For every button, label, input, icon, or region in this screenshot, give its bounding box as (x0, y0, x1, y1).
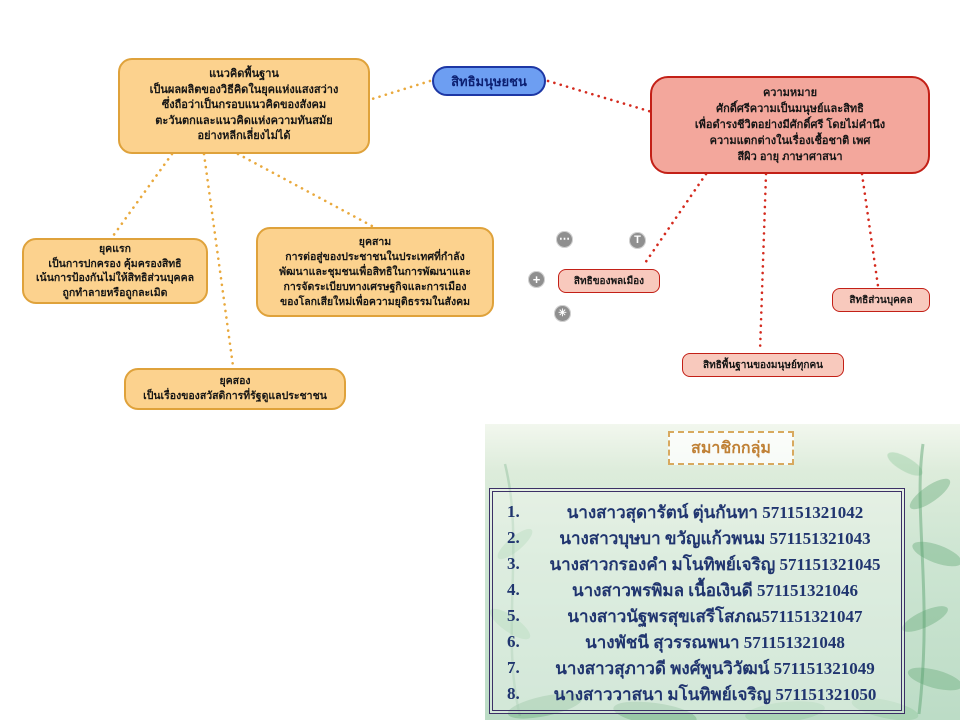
member-row: 7. นางสาวสุภาวดี พงศ์พูนวิวัฒน์ 57115132… (507, 655, 889, 681)
member-name: นางสาวนัฐพรสุขเสรีโสภณ571151321047 (567, 606, 863, 626)
member-name: นางสาวพรพิมล เนื้อเงินดี 571151321046 (571, 580, 859, 600)
node-era-second[interactable]: ยุคสอง เป็นเรื่องของสวัสดิการที่รัฐดูแลป… (124, 368, 346, 410)
node-text-line: พัฒนาและชุมชนเพื่อสิทธิในการพัฒนาและ (279, 265, 471, 278)
member-number: 1. (507, 502, 520, 521)
member-number: 2. (507, 528, 520, 547)
member-row: 4. นางสาวพรพิมล เนื้อเงินดี 571151321046 (507, 577, 889, 603)
text-tool-icon[interactable]: T (629, 232, 646, 249)
node-era-first[interactable]: ยุคแรก เป็นการปกครอง คุ้มครองสิทธิ เน้นก… (22, 238, 208, 304)
leaf-decoration (489, 443, 960, 720)
node-basic-concept[interactable]: แนวคิดพื้นฐาน เป็นผลผลิตของวิธีคิดในยุคแ… (118, 58, 370, 154)
node-text-line: เป็นการปกครอง คุ้มครองสิทธิ (48, 257, 182, 270)
add-node-icon[interactable]: + (528, 271, 545, 288)
node-text-line: ซึ่งถือว่าเป็นกรอบแนวคิดของสังคม (161, 99, 327, 112)
edge-concept-to-era3 (236, 152, 374, 228)
more-options-icon[interactable]: ⋯ (556, 231, 573, 248)
node-text-line: ของโลกเสียใหม่เพื่อความยุติธรรมในสังคม (279, 295, 471, 308)
member-row: 2. นางสาวบุษบา ขวัญแก้วพนม 571151321043 (507, 525, 889, 551)
node-text-line: เป็นเรื่องของสวัสดิการที่รัฐดูแลประชาชน (143, 390, 327, 402)
node-text-line: ศักดิ์ศรีความเป็นมนุษย์และสิทธิ (716, 103, 864, 115)
member-name: นางสาวกรองคำ มโนทิพย์เจริญ 571151321045 (549, 554, 881, 574)
node-basic-human-rights[interactable]: สิทธิพื้นฐานของมนุษย์ทุกคน (682, 353, 844, 377)
node-text-line: เป็นผลผลิตของวิธีคิดในยุคแห่งแสงสว่าง (149, 83, 339, 96)
member-name: นางสาวสุภาวดี พงศ์พูนวิวัฒน์ 57115132104… (555, 658, 875, 678)
edge-center-to-concept (370, 79, 432, 101)
node-text-line: การต่อสู่ของประชาชนในประเทศที่กำลัง (285, 250, 465, 263)
member-row: 3. นางสาวกรองคำ มโนทิพย์เจริญ 5711513210… (507, 551, 889, 577)
member-number: 8. (507, 684, 520, 703)
member-row: 6. นางพัชนี สุวรรณพนา 571151321048 (507, 629, 889, 655)
member-number: 4. (507, 580, 520, 599)
node-meaning[interactable]: ความหมาย ศักดิ์ศรีความเป็นมนุษย์และสิทธิ… (650, 76, 930, 174)
member-name: นางพัชนี สุวรรณพนา 571151321048 (585, 632, 845, 652)
node-text-line: สีผิว อายุ ภาษาศาสนา (737, 151, 843, 163)
member-number: 7. (507, 658, 520, 677)
edge-meaning-to-basic (758, 172, 768, 353)
node-civil-rights[interactable]: สิทธิของพลเมือง (558, 269, 660, 293)
node-text-line: ความหมาย (762, 87, 818, 99)
node-human-rights[interactable]: สิทธิมนุษยชน (432, 66, 546, 96)
edge-concept-to-era1 (111, 152, 174, 238)
node-text-line: เพื่อดำรงชีวิตอย่างมีศักดิ์ศรี โดยไม่คำน… (694, 119, 886, 131)
edge-meaning-to-civil (641, 172, 708, 268)
node-text-line: ยุคสอง (219, 375, 251, 387)
member-number: 5. (507, 606, 520, 625)
node-personal-rights[interactable]: สิทธิส่วนบุคคล (832, 288, 930, 312)
node-text-line: ยุคแรก (99, 243, 131, 255)
member-row: 8. นางสาววาสนา มโนทิพย์เจริญ 57115132105… (507, 681, 889, 707)
node-text-line: ถูกทำลายหรือถูกละเมิด (62, 286, 168, 299)
style-star-icon[interactable]: ✳ (554, 305, 571, 322)
member-name: นางสาวบุษบา ขวัญแก้วพนม 571151321043 (559, 528, 871, 548)
member-number: 6. (507, 632, 520, 651)
member-name: นางสาวสุดารัตน์ ตุ่นกันทา 571151321042 (566, 502, 864, 522)
group-members-image[interactable]: สมาชิกกลุ่ม 1. นางสาวสุดารัตน์ ตุ่นกันทา… (485, 424, 960, 720)
node-text-line: ตะวันตกและแนวคิดแห่งความทันสมัย (155, 114, 333, 127)
group-members-list: 1. นางสาวสุดารัตน์ ตุ่นกันทา 57115132104… (489, 488, 905, 714)
node-text-line: ความแตกต่างในเรื่องเชื้อชาติ เพศ (709, 135, 871, 147)
edge-center-to-meaning (546, 79, 654, 114)
group-members-title: สมาชิกกลุ่ม (668, 431, 794, 465)
node-text-line: ยุคสาม (358, 235, 392, 248)
node-text-line: เน้นการป้องกันไม่ให้สิทธิส่วนบุคคล (35, 272, 195, 284)
edge-meaning-to-personal (860, 172, 880, 288)
node-text-line: อย่างหลีกเลี่ยงไม่ได้ (197, 130, 291, 143)
member-name: นางสาววาสนา มโนทิพย์เจริญ 571151321050 (553, 684, 877, 704)
member-row: 1. นางสาวสุดารัตน์ ตุ่นกันทา 57115132104… (507, 499, 889, 525)
node-era-third[interactable]: ยุคสาม การต่อสู่ของประชาชนในประเทศที่กำล… (256, 227, 494, 317)
member-number: 3. (507, 554, 520, 573)
node-text-line: แนวคิดพื้นฐาน (209, 68, 279, 81)
node-text-line: การจัดระเบียบทางเศรษฐกิจและการเมือง (283, 280, 467, 293)
edge-concept-to-era2 (202, 152, 235, 368)
member-row: 5. นางสาวนัฐพรสุขเสรีโสภณ571151321047 (507, 603, 889, 629)
